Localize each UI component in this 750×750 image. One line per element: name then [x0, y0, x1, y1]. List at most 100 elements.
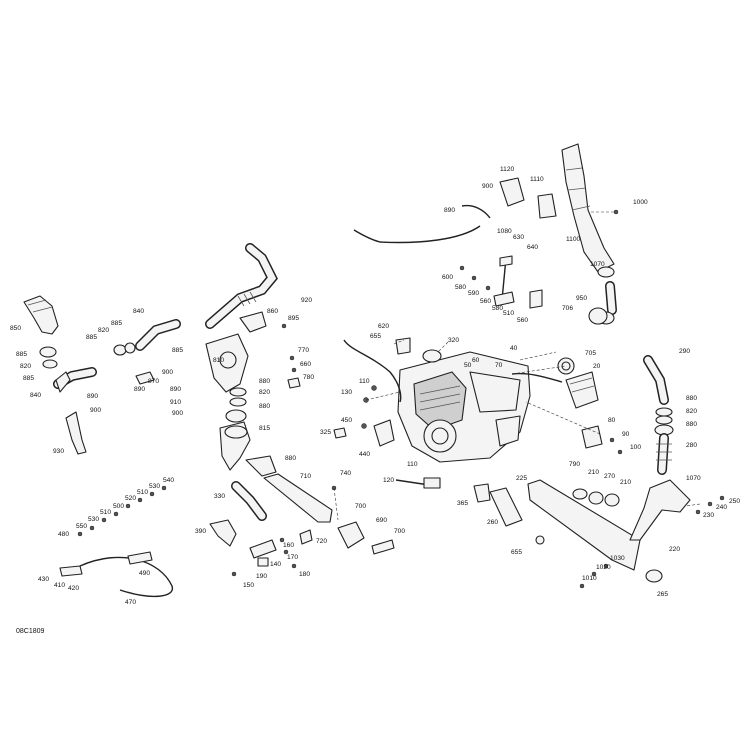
callout-label: 100: [630, 444, 641, 451]
callout-label: 470: [125, 599, 136, 606]
callout-label: 880: [686, 421, 697, 428]
callout-label: 640: [527, 244, 538, 251]
hose-840-middle: [113, 319, 181, 356]
callout-label: 895: [288, 315, 299, 322]
callout-label: 160: [283, 542, 294, 549]
callout-label: 320: [448, 337, 459, 344]
hose-330: [231, 481, 267, 521]
callout-label: 290: [679, 348, 690, 355]
callout-label: 900: [90, 407, 101, 414]
duct-880: [245, 455, 277, 477]
bracket-930: [65, 411, 87, 455]
callout-label: 630: [513, 234, 524, 241]
callout-label: 510: [137, 489, 148, 496]
callout-label: 900: [172, 410, 183, 417]
callout-label: 540: [163, 477, 174, 484]
callout-label: 860: [267, 308, 278, 315]
callout-label: 820: [98, 327, 109, 334]
sensor-assembly: [459, 255, 543, 309]
callout-label: 900: [482, 183, 493, 190]
callout-label: 190: [256, 573, 267, 580]
bolt-1000: [613, 209, 619, 215]
pipe-710: [263, 473, 333, 523]
cable-40: [511, 372, 563, 383]
ring-706: [588, 307, 608, 325]
bracket-cluster: [231, 537, 297, 577]
rings-790-210-270: [572, 488, 620, 507]
duct-1100: [561, 143, 615, 278]
callout-label: 910: [170, 399, 181, 406]
callout-label: 530: [149, 483, 160, 490]
ring-655-bottom: [535, 535, 545, 545]
callout-label: 450: [341, 417, 352, 424]
callout-label: 250: [729, 498, 740, 505]
callout-label: 280: [686, 442, 697, 449]
callout-label: 880: [686, 395, 697, 402]
callout-label: 510: [503, 310, 514, 317]
exhaust-pipe-220: [527, 479, 691, 571]
callout-label: 365: [457, 500, 468, 507]
callout-labels: 1120900111089010801000110063064010706005…: [10, 166, 740, 606]
callout-label: 530: [88, 516, 99, 523]
callout-label: 130: [341, 389, 352, 396]
callout-label: 1070: [686, 475, 701, 482]
callout-label: 420: [68, 585, 79, 592]
callout-label: 240: [716, 504, 727, 511]
callout-label: 885: [111, 320, 122, 327]
callout-label: 70: [495, 362, 503, 369]
callout-label: 110: [359, 378, 370, 385]
engine-assembly: [397, 351, 531, 463]
callout-label: 440: [359, 451, 370, 458]
callout-label: 210: [588, 469, 599, 476]
callout-label: 710: [300, 473, 311, 480]
callout-label: 150: [243, 582, 254, 589]
module-20: [565, 371, 599, 409]
parts-artwork: [23, 143, 725, 598]
callout-label: 580: [455, 284, 466, 291]
callout-label: 810: [213, 357, 224, 364]
callout-label: 220: [669, 546, 680, 553]
callout-label: 560: [517, 317, 528, 324]
part-325: [333, 427, 347, 439]
callout-label: 920: [301, 297, 312, 304]
bolts-right-edge: [695, 495, 725, 515]
callout-label: 950: [576, 295, 587, 302]
callout-label: 225: [516, 475, 527, 482]
callout-label: 620: [378, 323, 389, 330]
cable-470: [59, 551, 173, 598]
callout-label: 820: [20, 363, 31, 370]
callout-label: 890: [170, 386, 181, 393]
callout-label: 720: [316, 538, 327, 545]
air-intake-duct-850: [23, 295, 59, 369]
callout-label: 120: [383, 477, 394, 484]
callout-label: 80: [608, 417, 616, 424]
callout-label: 1120: [500, 166, 515, 173]
callout-label: 230: [703, 512, 714, 519]
callout-label: 880: [259, 378, 270, 385]
callout-label: 880: [285, 455, 296, 462]
callout-label: 700: [355, 503, 366, 510]
part-225-260: [489, 487, 523, 527]
callout-label: 820: [686, 408, 697, 415]
bracket-860: [239, 311, 287, 333]
callout-label: 410: [54, 582, 65, 589]
small-bolts-right-of-bracket: [287, 355, 301, 389]
callout-label: 390: [195, 528, 206, 535]
bolts-bottom-right: [579, 563, 609, 589]
callout-label: 705: [585, 350, 596, 357]
callout-label: 520: [125, 495, 136, 502]
callout-label: 90: [622, 431, 630, 438]
callout-label: 655: [370, 333, 381, 340]
clamps-880-820: [225, 387, 247, 423]
callout-label: 510: [100, 509, 111, 516]
part-1120: [499, 177, 525, 207]
clamp-bracket-870: [135, 371, 155, 385]
callout-label: 180: [299, 571, 310, 578]
callout-label: 40: [510, 345, 518, 352]
ring-705: [557, 357, 575, 375]
callout-label: 890: [444, 207, 455, 214]
callout-label: 1100: [566, 236, 581, 243]
callout-label: 815: [259, 425, 270, 432]
callout-label: 325: [320, 429, 331, 436]
